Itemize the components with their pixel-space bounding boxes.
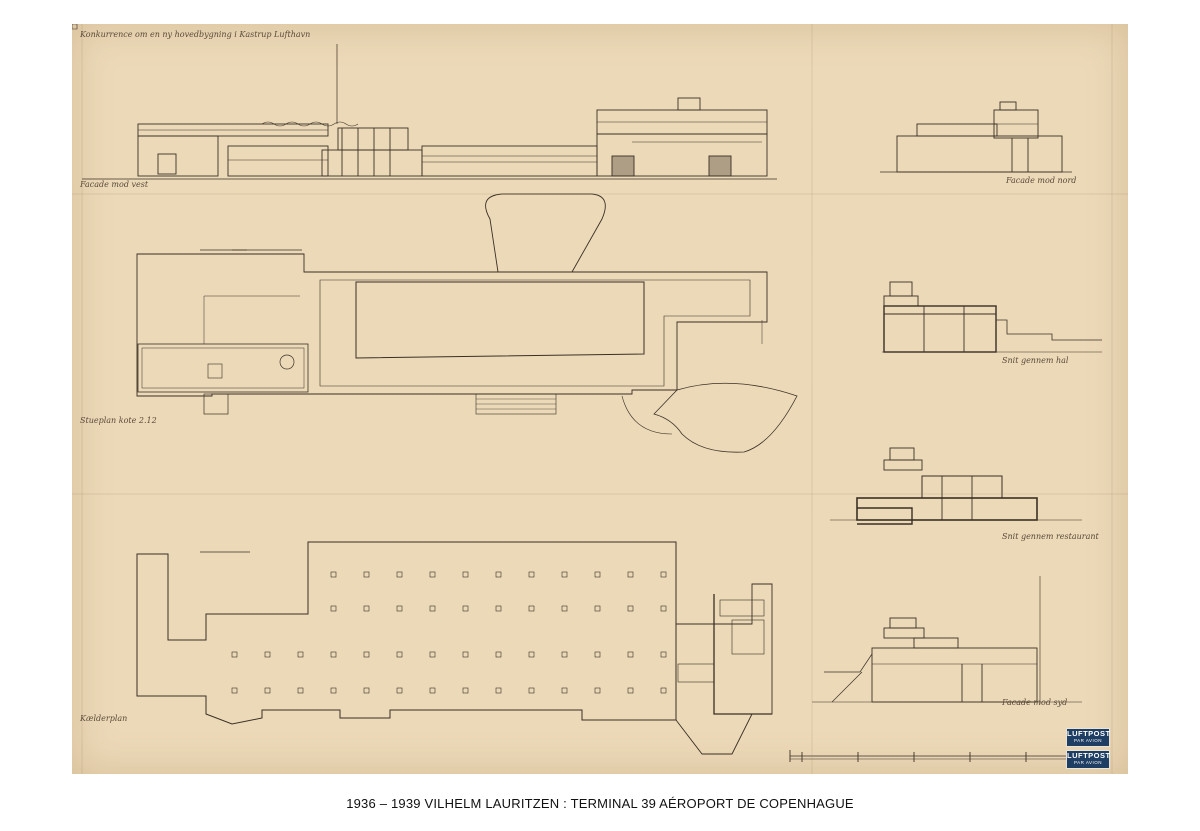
elevation-west (82, 44, 777, 180)
label-elevation-west: Facade mod vest (80, 180, 149, 189)
section-b (830, 447, 1082, 525)
pier (462, 571, 469, 578)
pier (495, 605, 502, 612)
stamp-line1: LUFTPOST (1067, 729, 1111, 738)
ground-floor-plan (136, 193, 798, 453)
pier (561, 687, 568, 694)
pier (660, 571, 667, 578)
pier (363, 605, 370, 612)
stamp-line2: PAR AVION (1073, 760, 1103, 765)
pier (264, 687, 271, 694)
pier (363, 571, 370, 578)
elevation-north (880, 101, 1072, 173)
pier (330, 605, 337, 612)
pier (594, 687, 601, 694)
pier (363, 687, 370, 694)
label-section-c: Facade mod syd (1002, 698, 1068, 707)
basement-pier-grid (231, 571, 667, 694)
label-basement-plan: Kælderplan (80, 714, 128, 723)
pier (429, 605, 436, 612)
pier (396, 571, 403, 578)
pier (561, 571, 568, 578)
pier (528, 651, 535, 658)
pier (594, 605, 601, 612)
pier (297, 687, 304, 694)
label-elevation-north: Facade mod nord (1006, 176, 1077, 185)
pier (594, 651, 601, 658)
pier (396, 605, 403, 612)
airmail-stamp: LUFTPOST PAR AVION (1066, 750, 1110, 769)
pier (594, 571, 601, 578)
pier (627, 605, 634, 612)
basement-plan (72, 24, 773, 755)
pier (660, 687, 667, 694)
title-note: Konkurrence om en ny hovedbygning i Kast… (80, 30, 311, 39)
pier (462, 687, 469, 694)
pier (495, 687, 502, 694)
pier (462, 605, 469, 612)
airmail-stamp: LUFTPOST PAR AVION (1066, 728, 1110, 747)
label-section-b: Snit gennem restaurant (1002, 532, 1099, 541)
pier (330, 687, 337, 694)
pier (495, 651, 502, 658)
pier (330, 651, 337, 658)
architectural-drawing (72, 24, 1128, 774)
stamp-line1: LUFTPOST (1067, 751, 1111, 760)
pier (627, 571, 634, 578)
pier (231, 687, 238, 694)
pier (561, 651, 568, 658)
pier (462, 651, 469, 658)
pier (561, 605, 568, 612)
pier (495, 571, 502, 578)
pier (264, 651, 271, 658)
pier (429, 687, 436, 694)
section-a (882, 281, 1102, 353)
label-ground-plan: Stueplan kote 2.12 (80, 416, 157, 425)
pier (528, 687, 535, 694)
stamp-line2: PAR AVION (1073, 738, 1103, 743)
scale-bar (789, 750, 1066, 762)
drawing-sheet: Konkurrence om en ny hovedbygning i Kast… (72, 24, 1128, 774)
pier (231, 651, 238, 658)
label-section-a: Snit gennem hal (1002, 356, 1069, 365)
pier (627, 687, 634, 694)
pier (660, 605, 667, 612)
pier (528, 605, 535, 612)
image-caption: 1936 – 1939 VILHELM LAURITZEN : TERMINAL… (346, 796, 854, 811)
pier (429, 571, 436, 578)
pier (363, 651, 370, 658)
section-c (812, 576, 1082, 704)
pier (330, 571, 337, 578)
pier (627, 651, 634, 658)
pier (297, 651, 304, 658)
pier (429, 651, 436, 658)
pier (528, 571, 535, 578)
pier (660, 651, 667, 658)
pier (396, 651, 403, 658)
pier (396, 687, 403, 694)
